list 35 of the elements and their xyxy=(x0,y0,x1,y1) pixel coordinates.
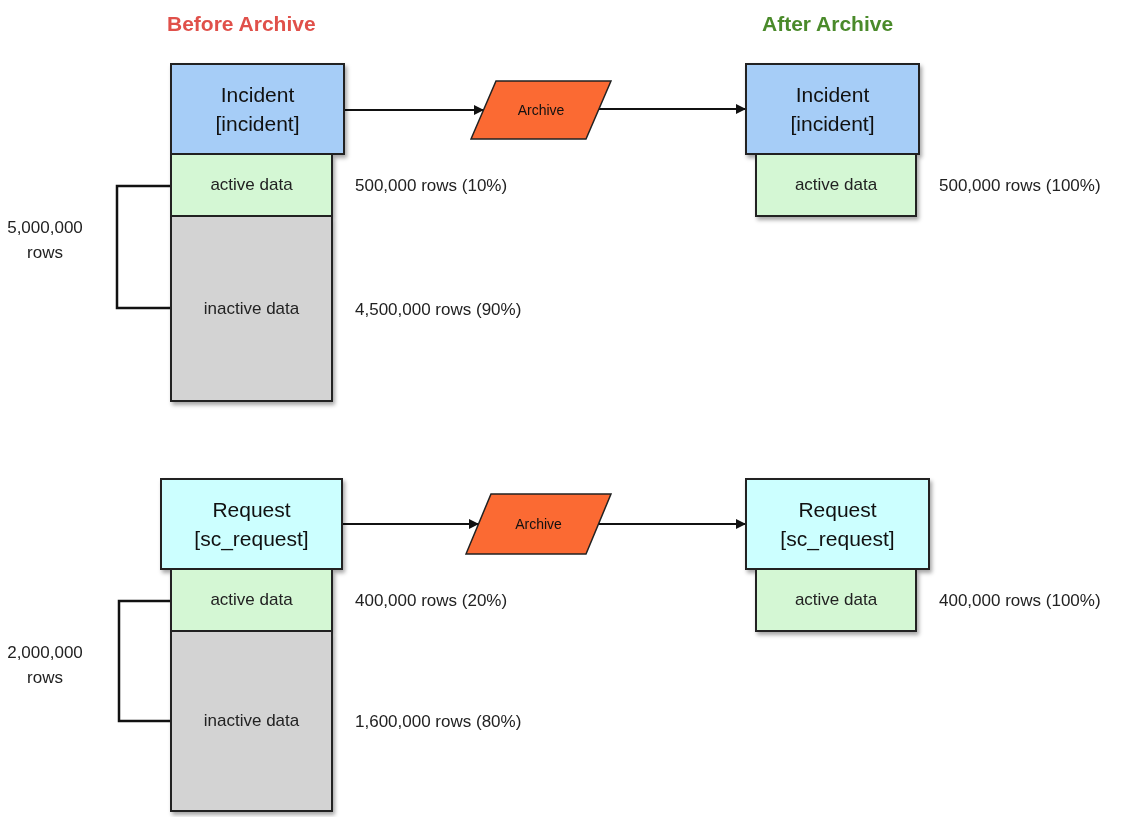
table-box xyxy=(160,478,343,570)
segment-label: active data xyxy=(210,590,293,610)
total-rows-label: 5,000,000 rows xyxy=(6,217,84,264)
table-name: Incident [incident] xyxy=(214,82,301,137)
table-name: Request [sc_request] xyxy=(193,497,310,553)
row-count: 400,000 rows (100%) xyxy=(939,591,1101,611)
arrow xyxy=(344,105,484,115)
segment-label: inactive data xyxy=(203,711,300,731)
data-segment xyxy=(170,155,333,217)
segment-label: inactive data xyxy=(203,298,300,319)
row-count: 400,000 rows (20%) xyxy=(355,591,508,611)
table-box xyxy=(170,63,345,155)
row-count: 1,600,000 rows (80%) xyxy=(355,712,522,732)
row-count: 4,500,000 rows (90%) xyxy=(355,299,522,320)
process-label: Archive xyxy=(517,102,565,118)
arrow xyxy=(598,519,746,529)
segment-label: active data xyxy=(794,590,878,610)
segment-label: active data xyxy=(794,175,878,195)
data-segment xyxy=(755,155,917,217)
table-box xyxy=(745,478,930,570)
data-segment xyxy=(755,570,917,632)
table-name: Incident [incident] xyxy=(789,82,876,137)
data-segment xyxy=(170,632,333,812)
segment-label: active data xyxy=(210,175,293,195)
data-segment xyxy=(170,217,333,402)
row-count: 500,000 rows (10%) xyxy=(355,176,508,196)
row-count: 500,000 rows (100%) xyxy=(939,176,1101,196)
total-rows-label: 2,000,000 rows xyxy=(6,642,84,689)
table-box xyxy=(745,63,920,155)
column-title: After Archive xyxy=(762,12,894,36)
table-name: Request [sc_request] xyxy=(779,497,896,553)
column-title: Before Archive xyxy=(167,12,316,36)
arrow xyxy=(342,519,479,529)
data-segment xyxy=(170,570,333,632)
process-label: Archive xyxy=(515,516,562,532)
